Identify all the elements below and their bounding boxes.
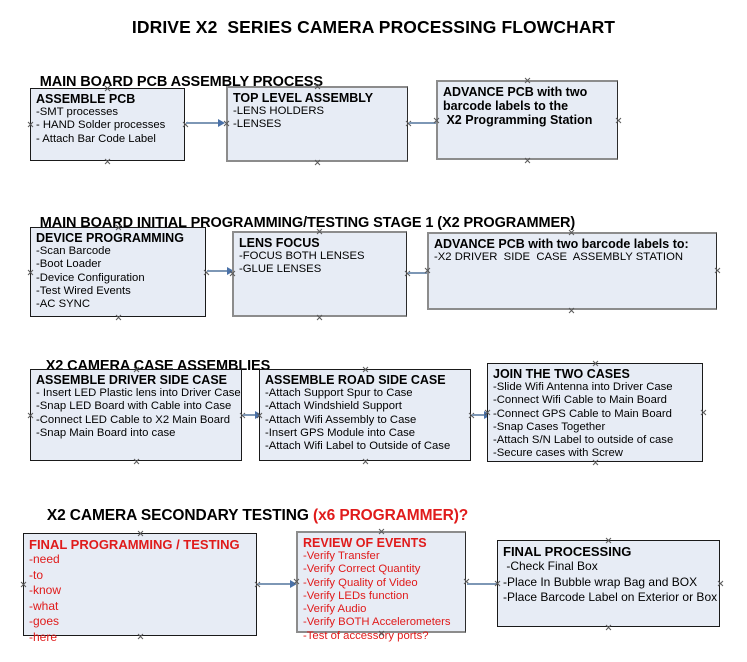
box-line: -to xyxy=(29,567,44,582)
box-line: -need xyxy=(29,552,60,566)
box-line: -Slide Wifi Antenna into Driver Case xyxy=(493,381,673,393)
box-line: -Attach Support Spur to Case xyxy=(265,387,413,399)
process-box-assemble-road-side-case[interactable]: ASSEMBLE ROAD SIDE CASE -Attach Support … xyxy=(259,369,471,461)
box-line: -Test Wired Events xyxy=(36,284,131,297)
connector-arrow xyxy=(207,266,235,276)
process-box-lens-focus[interactable]: LENS FOCUS -FOCUS BOTH LENSES -GLUE LENS… xyxy=(232,231,407,317)
box-line: - HAND Solder processes xyxy=(36,119,166,132)
box-line: -Place Barcode Label on Exterior or Box xyxy=(503,590,718,604)
box-line: -Verify Audio xyxy=(303,603,367,616)
box-title: REVIEW OF EVENTS xyxy=(303,536,427,550)
box-title: ASSEMBLE ROAD SIDE CASE xyxy=(265,373,446,387)
box-line: -LENS HOLDERS xyxy=(233,105,325,117)
box-line: -Secure cases with Screw xyxy=(493,447,623,460)
box-line: -AC SYNC xyxy=(36,298,90,311)
box-line: - Attach Bar Code Label xyxy=(36,132,156,145)
box-title-line3: X2 Programming Station xyxy=(443,113,593,127)
box-line: -Verify BOTH Accelerometers xyxy=(303,616,451,629)
box-title: DEVICE PROGRAMMING xyxy=(36,231,184,245)
section-heading-4: X2 CAMERA SECONDARY TESTING (x6 PROGRAMM… xyxy=(30,489,468,543)
box-title: ADVANCE PCB with two xyxy=(443,85,588,99)
box-line: -here xyxy=(29,629,58,644)
box-line: -Verify Correct Quantity xyxy=(303,563,421,576)
process-box-final-processing[interactable]: FINAL PROCESSING -Check Final Box -Place… xyxy=(497,540,720,627)
box-line: -Verify LEDs function xyxy=(303,589,409,602)
process-box-advance-pcb-2[interactable]: ADVANCE PCB with two barcode labels to: … xyxy=(427,232,717,310)
page-title: IDRIVE X2 SERIES CAMERA PROCESSING FLOWC… xyxy=(131,17,616,37)
process-box-advance-pcb-1[interactable]: ADVANCE PCB with two barcode labels to t… xyxy=(436,80,618,160)
connector-arrow xyxy=(258,579,298,589)
box-line: -Device Configuration xyxy=(36,271,145,284)
box-line: -FOCUS BOTH LENSES xyxy=(239,250,365,262)
box-title: ASSEMBLE DRIVER SIDE CASE xyxy=(36,373,228,387)
box-title: ASSEMBLE PCB xyxy=(36,92,136,106)
box-title-line2: barcode labels to the xyxy=(443,99,569,113)
box-title: FINAL PROGRAMMING / TESTING xyxy=(29,537,240,552)
box-line: -Insert GPS Module into Case xyxy=(265,426,416,439)
box-line: -X2 DRIVER SIDE CASE ASSEMBLY STATION xyxy=(434,251,684,263)
box-line: -LENSES xyxy=(233,118,282,131)
process-box-final-programming-testing[interactable]: FINAL PROGRAMMING / TESTING -need -to -k… xyxy=(23,533,257,644)
box-line: -know xyxy=(29,583,62,597)
process-box-assemble-pcb[interactable]: ASSEMBLE PCB -SMT processes - HAND Solde… xyxy=(30,88,185,161)
box-line: -Connect Wifi Cable to Main Board xyxy=(493,394,667,407)
box-line: -Verify Transfer xyxy=(303,550,380,562)
box-line: -what xyxy=(29,598,59,613)
box-line: -Snap Cases Together xyxy=(493,420,606,433)
section-heading-4-accent: (x6 PROGRAMMER)? xyxy=(313,507,469,524)
box-title: JOIN THE TWO CASES xyxy=(493,367,630,381)
box-line: -Attach Windshield Support xyxy=(265,400,402,413)
box-line: -Attach Wifi Label to Outside of Case xyxy=(265,440,451,453)
box-line: -Snap LED Board with Cable into Case xyxy=(36,400,232,413)
box-title: TOP LEVEL ASSEMBLY xyxy=(233,91,374,105)
box-line: -Verify Quality of Video xyxy=(303,576,418,589)
process-box-device-programming[interactable]: DEVICE PROGRAMMING -Scan Barcode -Boot L… xyxy=(30,227,206,317)
box-line: -Attach Wifi Assembly to Case xyxy=(265,413,417,426)
box-line: -Snap Main Board into case xyxy=(36,426,176,439)
box-line: -Check Final Box xyxy=(503,559,598,573)
process-box-assemble-driver-side-case[interactable]: ASSEMBLE DRIVER SIDE CASE - Insert LED P… xyxy=(30,369,242,461)
process-box-review-of-events[interactable]: REVIEW OF EVENTS -Verify Transfer -Verif… xyxy=(296,531,466,642)
section-heading-4-text: X2 CAMERA SECONDARY TESTING xyxy=(46,507,314,524)
box-line: -goes xyxy=(29,614,60,628)
box-line: -Place In Bubble wrap Bag and BOX xyxy=(503,574,698,589)
box-line: -Scan Barcode xyxy=(36,245,111,257)
box-line: -Connect LED Cable to X2 Main Board xyxy=(36,413,231,426)
connector-arrow xyxy=(186,118,226,128)
box-title: FINAL PROCESSING xyxy=(503,544,632,559)
box-title: ADVANCE PCB with two barcode labels to: xyxy=(434,237,689,251)
box-line-overflow: -Test of accessory ports? xyxy=(303,629,429,642)
box-line: - Insert LED Plastic lens into Driver Ca… xyxy=(36,387,241,399)
box-line: -Boot Loader xyxy=(36,258,102,271)
box-line: -Connect GPS Cable to Main Board xyxy=(493,407,672,420)
process-box-top-level-assembly[interactable]: TOP LEVEL ASSEMBLY -LENS HOLDERS -LENSES xyxy=(226,86,408,162)
box-line: -Attach S/N Label to outside of case xyxy=(493,434,674,447)
process-box-join-the-two-cases[interactable]: JOIN THE TWO CASES -Slide Wifi Antenna i… xyxy=(487,363,703,462)
box-line: -SMT processes xyxy=(36,106,119,118)
box-title: LENS FOCUS xyxy=(239,236,320,250)
box-line: -GLUE LENSES xyxy=(239,263,322,276)
